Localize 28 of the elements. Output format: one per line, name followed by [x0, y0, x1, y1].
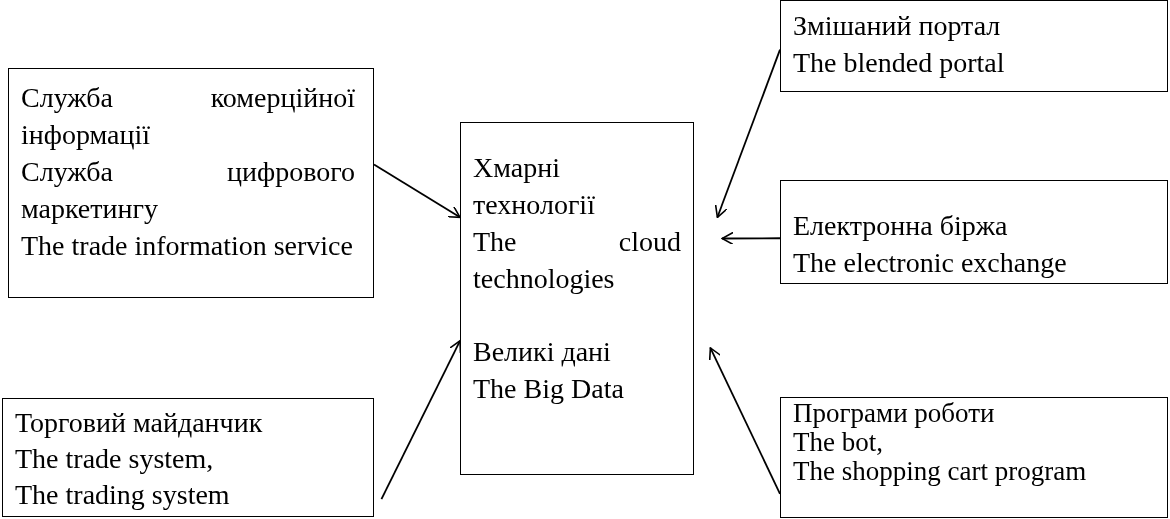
box-text: Торговий майданчик — [15, 406, 264, 440]
arrow — [380, 339, 462, 501]
text-box — [460, 122, 694, 475]
text-box — [8, 68, 374, 298]
box-text: The trade system, — [15, 442, 215, 476]
box-text: Електронна біржа — [793, 209, 1009, 243]
text-box — [780, 0, 1168, 92]
box-text: The trade information service — [21, 229, 354, 263]
box-text: Служба цифрового маркетингу — [21, 155, 355, 226]
box-text: The trading system — [15, 478, 231, 512]
box-text: The cloud technologies — [473, 225, 681, 296]
box-text: The electronic exchange — [793, 246, 1068, 280]
text-box — [780, 397, 1168, 518]
box-text: Програми роботи — [793, 399, 996, 428]
arrow — [721, 231, 781, 246]
box-text: The shopping cart program — [793, 457, 1088, 486]
box-text: The blended portal — [793, 46, 1006, 80]
box-text: The bot, — [793, 428, 883, 457]
box-text: Великі дані — [473, 335, 612, 369]
box-text: Змішаний портал — [793, 9, 1002, 43]
text-box — [2, 398, 374, 517]
box-text: Хмарні технології — [473, 151, 596, 222]
box-text: The Big Data — [473, 372, 625, 406]
text-box — [780, 180, 1168, 284]
arrow — [373, 163, 461, 219]
arrow — [714, 48, 781, 219]
box-text: Служба комерційної інформації — [21, 81, 355, 152]
arrow — [708, 347, 781, 495]
